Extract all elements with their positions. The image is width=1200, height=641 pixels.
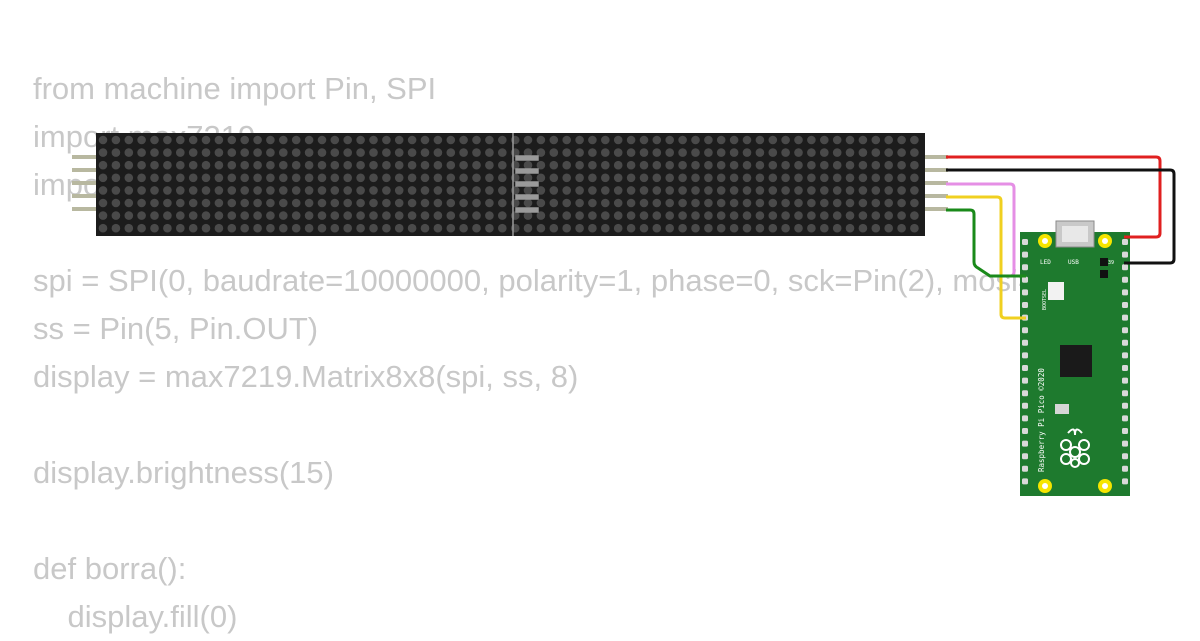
pico-pin[interactable] bbox=[1122, 390, 1128, 397]
pico-pin[interactable] bbox=[1122, 453, 1128, 460]
pico-pin[interactable] bbox=[1022, 440, 1028, 447]
wire-yellow[interactable] bbox=[946, 195, 1026, 320]
pico-pin[interactable] bbox=[1122, 327, 1128, 334]
code-line: display.fill(0) bbox=[33, 599, 238, 634]
pico-board-name: Raspberry Pi Pico ©2020 bbox=[1037, 368, 1046, 472]
pico-pin[interactable] bbox=[1022, 339, 1028, 346]
code-line: def borra(): bbox=[33, 551, 187, 586]
pico-pin[interactable] bbox=[1022, 365, 1028, 371]
raspberry-logo-icon bbox=[1060, 428, 1090, 468]
matrix-right-pins bbox=[922, 155, 948, 211]
wire-green[interactable] bbox=[946, 208, 1026, 278]
code-line: ss = Pin(5, Pin.OUT) bbox=[33, 311, 319, 346]
pico-pin[interactable] bbox=[1122, 251, 1128, 258]
pico-pin[interactable] bbox=[1022, 478, 1028, 485]
wire-black[interactable] bbox=[946, 168, 1176, 265]
matrix-left-pins bbox=[72, 155, 98, 211]
pico-bootsel-label: BOOTSEL bbox=[1042, 289, 1048, 310]
pico-pin[interactable] bbox=[1122, 478, 1128, 485]
pico-pin[interactable] bbox=[1022, 302, 1028, 308]
pico-pin[interactable] bbox=[1122, 415, 1128, 422]
pico-pin[interactable] bbox=[1022, 239, 1028, 245]
pico-pin[interactable] bbox=[1022, 377, 1028, 384]
pico-pin[interactable] bbox=[1122, 377, 1128, 384]
led-matrix-dots bbox=[98, 135, 919, 233]
pico-pin[interactable] bbox=[1122, 276, 1128, 283]
pico-pin[interactable] bbox=[1022, 289, 1028, 296]
pico-pin[interactable] bbox=[1122, 402, 1128, 409]
pico-pin[interactable] bbox=[1022, 415, 1028, 422]
pico-led-label: LED bbox=[1040, 259, 1051, 266]
pico-pin[interactable] bbox=[1022, 352, 1028, 359]
pico-pin[interactable] bbox=[1022, 465, 1028, 472]
pico-pin[interactable] bbox=[1022, 264, 1028, 271]
pico-pin[interactable] bbox=[1022, 251, 1028, 258]
led-matrix-module[interactable] bbox=[96, 133, 925, 236]
pico-pin[interactable] bbox=[1122, 302, 1128, 308]
pico-pin[interactable] bbox=[1022, 402, 1028, 409]
pico-pin[interactable] bbox=[1122, 440, 1128, 447]
pico-pin[interactable] bbox=[1122, 465, 1128, 472]
pico-pin[interactable] bbox=[1122, 428, 1128, 434]
raspberry-pi-pico-board[interactable]: LED USB 39 BOOTSEL Raspberry Pi Pico ©20… bbox=[1020, 220, 1130, 496]
code-line: from machine import Pin, SPI bbox=[33, 71, 437, 106]
pico-pin-label: 39 bbox=[1108, 260, 1114, 266]
pico-usb-label: USB bbox=[1068, 259, 1079, 266]
code-line: display.brightness(15) bbox=[33, 455, 334, 490]
wires bbox=[946, 155, 1176, 320]
pico-pin[interactable] bbox=[1022, 428, 1028, 434]
pico-pin[interactable] bbox=[1122, 239, 1128, 245]
pico-pin[interactable] bbox=[1122, 289, 1128, 296]
code-line: display = max7219.Matrix8x8(spi, ss, 8) bbox=[33, 359, 579, 394]
pico-pin[interactable] bbox=[1122, 339, 1128, 346]
pico-pin[interactable] bbox=[1122, 352, 1128, 359]
pico-pin[interactable] bbox=[1022, 327, 1028, 334]
pico-pin[interactable] bbox=[1122, 365, 1128, 371]
pico-pin[interactable] bbox=[1022, 276, 1028, 283]
pico-pin[interactable] bbox=[1122, 264, 1128, 271]
pico-pin[interactable] bbox=[1022, 453, 1028, 460]
pico-pin[interactable] bbox=[1022, 390, 1028, 397]
wire-red[interactable] bbox=[946, 155, 1162, 239]
pico-pin[interactable] bbox=[1122, 314, 1128, 321]
matrix-center-connector bbox=[512, 133, 539, 236]
pico-gpio-pins[interactable] bbox=[1022, 239, 1128, 485]
